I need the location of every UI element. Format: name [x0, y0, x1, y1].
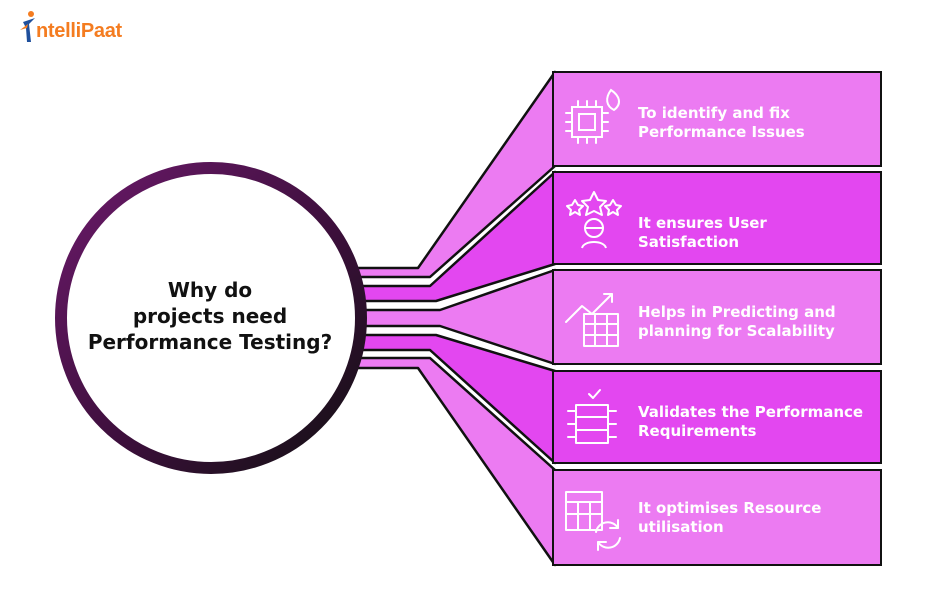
item-label-3: Helps in Predicting and planning for Sca…: [638, 303, 868, 341]
item-label-line: Helps in Predicting and: [638, 303, 836, 321]
item-label-1: To identify and fix Performance Issues: [638, 104, 868, 142]
checklist-icon: [567, 389, 617, 444]
center-title-line: Performance Testing?: [87, 330, 333, 354]
item-label-line: It optimises Resource: [638, 499, 822, 517]
item-box-1: [552, 71, 882, 167]
center-title: Why do projects need Performance Testing…: [85, 277, 335, 355]
item-box-5: [552, 469, 882, 566]
item-label-line: planning for Scalability: [638, 322, 835, 340]
growth-chart-icon: [565, 293, 619, 347]
item-label-line: utilisation: [638, 518, 724, 536]
resource-refresh-icon: [565, 491, 621, 551]
center-title-line: Why do: [167, 278, 253, 302]
user-stars-icon: [566, 191, 622, 249]
logo-figure-icon: [20, 11, 35, 42]
center-ring: [55, 162, 367, 474]
item-label-line: Performance Issues: [638, 123, 805, 141]
item-label-line: Requirements: [638, 422, 757, 440]
item-label-line: To identify and fix: [638, 104, 790, 122]
item-label-5: It optimises Resource utilisation: [638, 499, 868, 537]
item-label-line: Validates the Performance: [638, 403, 864, 421]
item-label-2: It ensures User Satisfaction: [638, 214, 868, 252]
item-label-line: It ensures User Satisfaction: [638, 214, 767, 251]
cpu-flame-icon: [565, 88, 620, 144]
item-box-2: [552, 171, 882, 265]
item-label-4: Validates the Performance Requirements: [638, 403, 868, 441]
logo-text: ntelliPaat: [36, 20, 122, 42]
center-title-line: projects need: [132, 304, 288, 328]
